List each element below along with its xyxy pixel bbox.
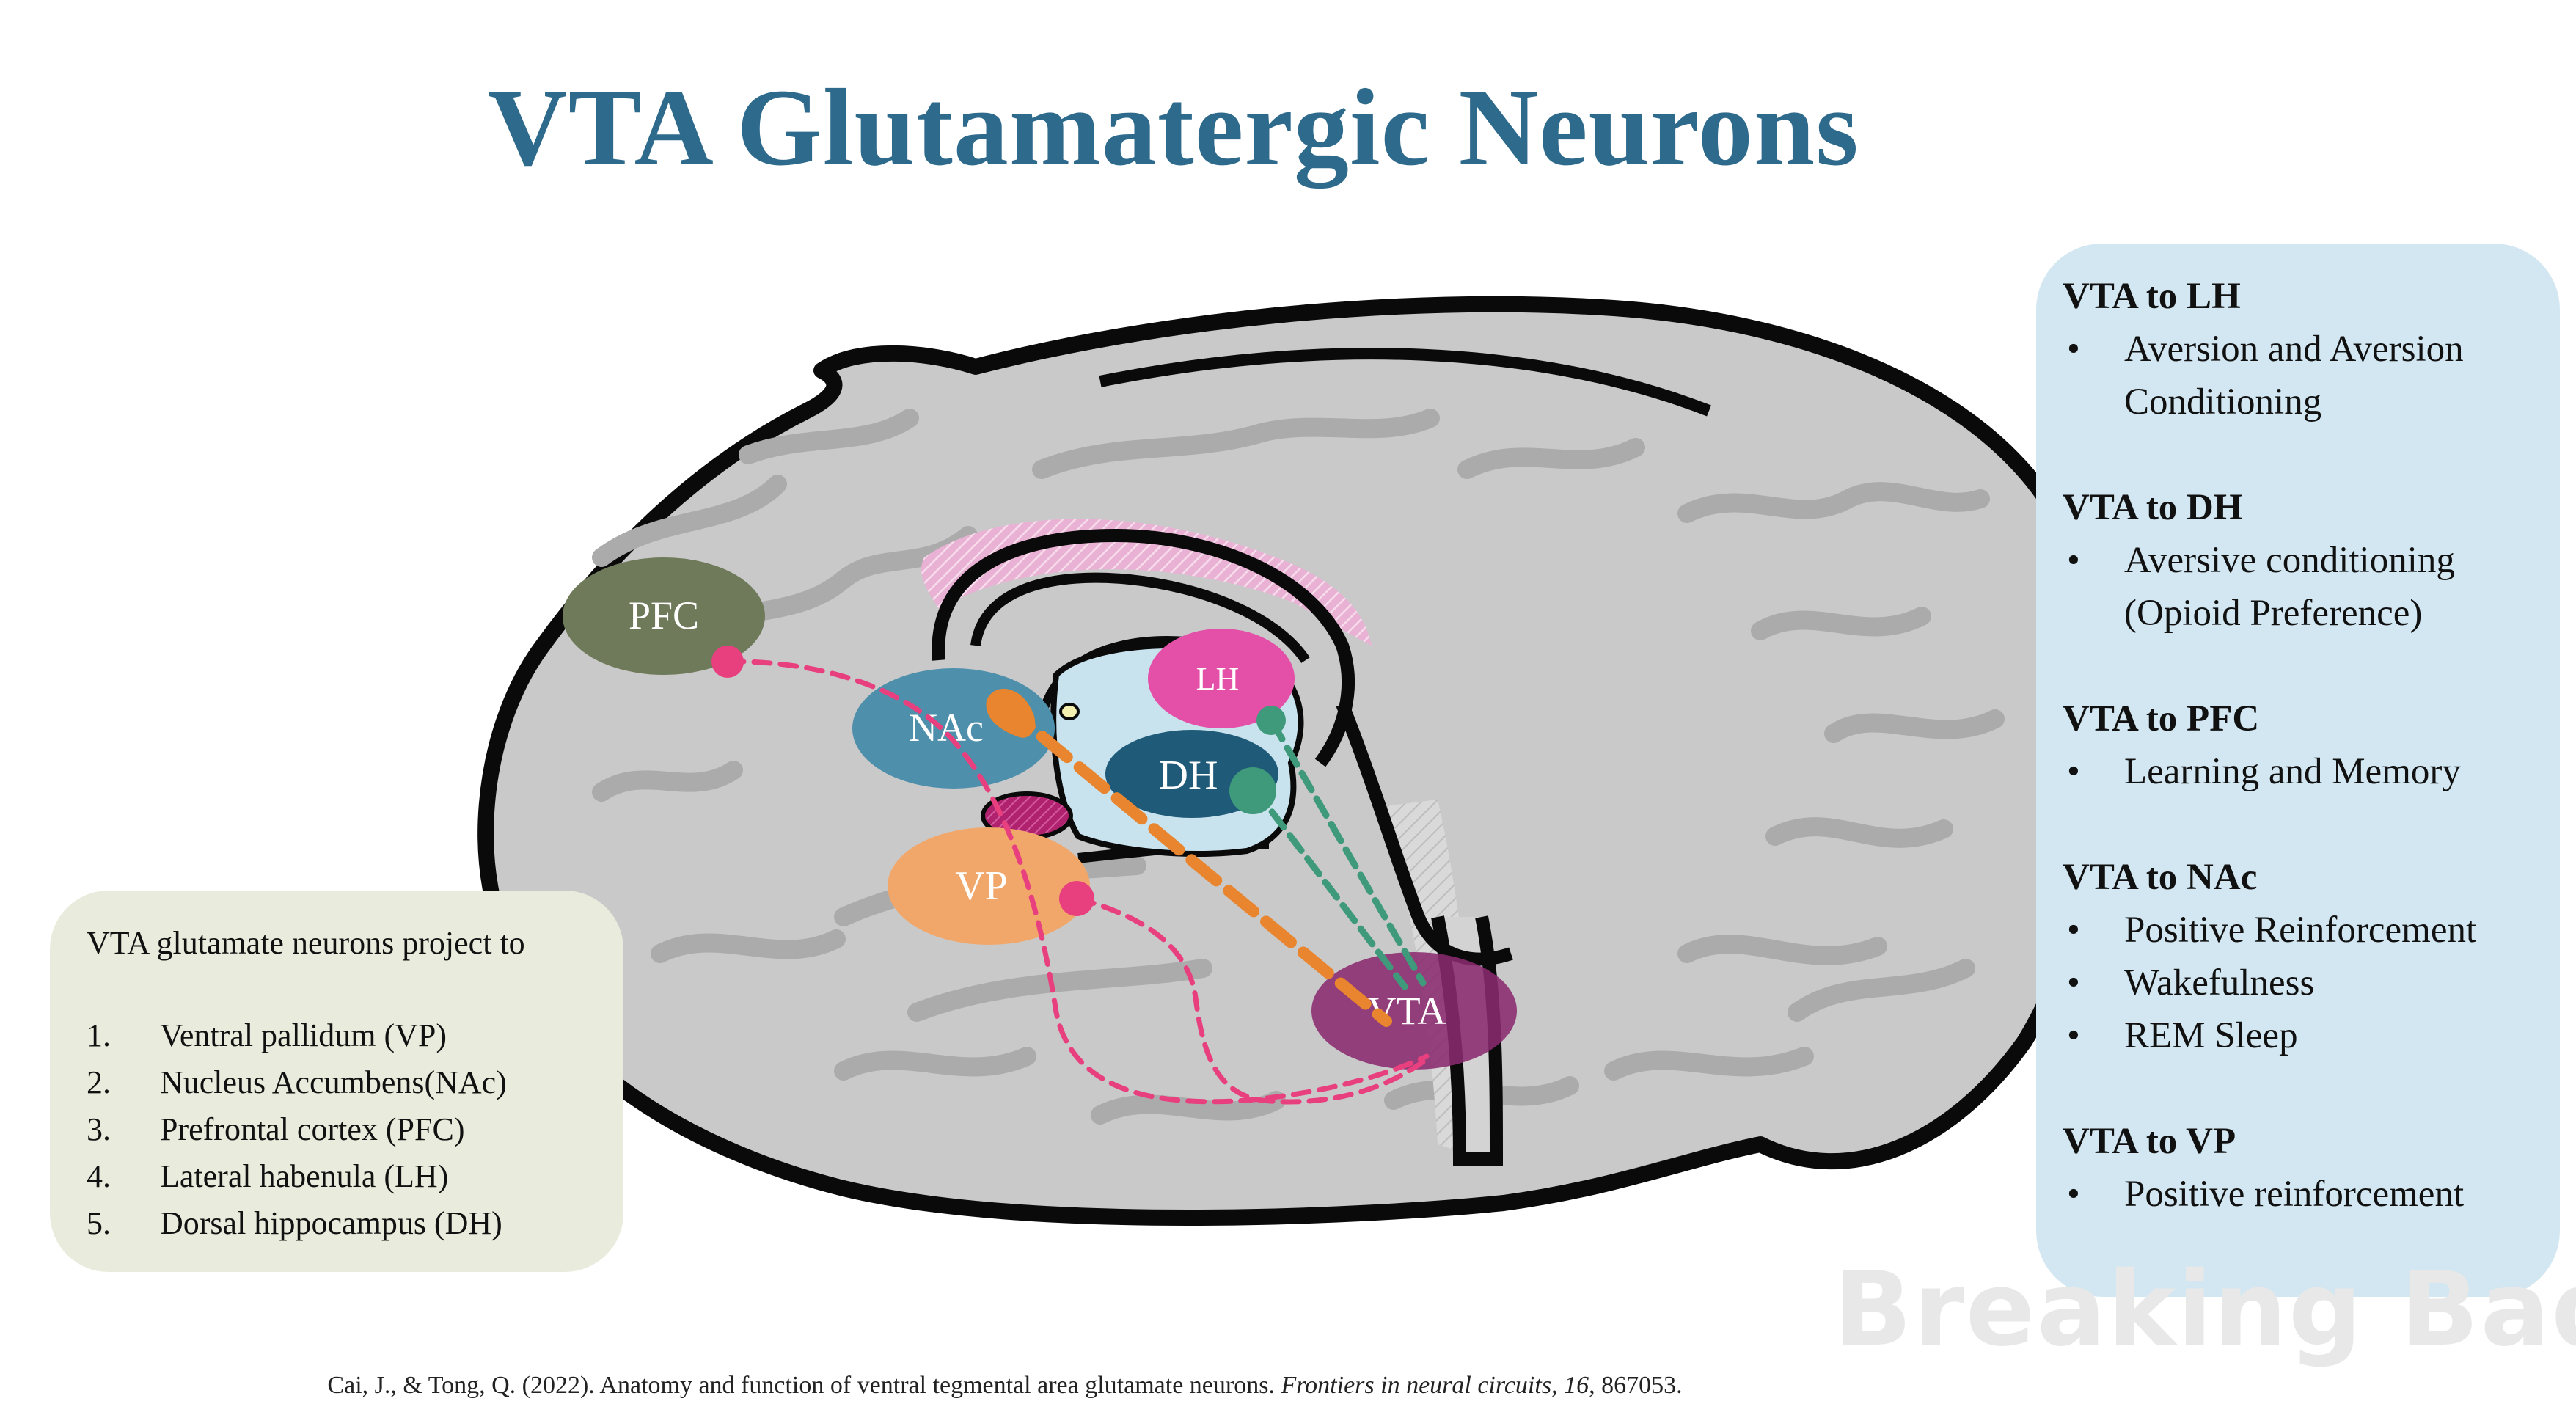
section-title: VTA to LH	[2063, 276, 2241, 317]
region-label-dh: DH	[1159, 753, 1218, 798]
list-text: Lateral habenula (LH)	[160, 1158, 449, 1194]
section-title: VTA to VP	[2063, 1121, 2236, 1162]
list-number: 4.	[87, 1158, 111, 1194]
fornix-descending	[1336, 701, 1513, 966]
terminal-vp	[1059, 881, 1094, 916]
region-label-vp: VP	[955, 863, 1008, 909]
citation-pages: , 867053.	[1589, 1372, 1683, 1399]
projection-vta-dh	[1251, 785, 1408, 990]
bullet-item: • Aversion and Aversion Conditioning	[2063, 323, 2533, 428]
citation-sep: ,	[1551, 1372, 1565, 1399]
region-pfc[interactable]	[563, 557, 765, 675]
projections-list: 1. Ventral pallidum (VP) 2. Nucleus Accumb…	[87, 1012, 587, 1247]
section-vta-dh: VTA to DH • Aversive conditioning (Opioid…	[2063, 481, 2533, 640]
bullet-dot: •	[2067, 1174, 2080, 1215]
citation-journal: Frontiers in neural circuits	[1281, 1372, 1552, 1399]
pineal-dot	[1059, 703, 1080, 720]
page-title: VTA Glutamatergic Neurons	[488, 67, 1859, 189]
projection-vta-pfc	[725, 659, 1430, 1105]
section-vta-nac: VTA to NAc • Positive Reinforcement • Wake…	[2063, 851, 2533, 1062]
fornix-inner	[970, 572, 1310, 663]
list-text: Ventral pallidum (VP)	[160, 1017, 447, 1053]
bullet-item: • Positive reinforcement	[2063, 1168, 2533, 1221]
projection-vta-nac	[999, 700, 1392, 1027]
bullet-dot: •	[2067, 540, 2080, 581]
region-label-lh: LH	[1196, 661, 1240, 697]
section-title: VTA to DH	[2063, 487, 2243, 528]
bullet-text: Wakefulness	[2124, 962, 2315, 1003]
bullet-text: REM Sleep	[2124, 1015, 2298, 1056]
list-number: 3.	[87, 1111, 111, 1147]
watermark: Breaking Bad	[1819, 1247, 2576, 1372]
section-vta-pfc: VTA to PFC • Learning and Memory	[2063, 692, 2533, 798]
citation-authors: Cai, J., & Tong, Q. (2022). Anatomy and …	[327, 1372, 1281, 1399]
bullet-dot: •	[2067, 1015, 2080, 1056]
bullet-item: • Wakefulness	[2063, 957, 2533, 1009]
bullet-text: Aversion and Aversion Conditioning	[2124, 329, 2464, 423]
bullet-text: Positive Reinforcement	[2124, 910, 2477, 951]
projection-vta-lh	[1269, 719, 1427, 987]
region-vta[interactable]	[1311, 952, 1517, 1070]
bullet-dot: •	[2067, 910, 2080, 951]
bullet-dot: •	[2067, 962, 2080, 1003]
region-lh[interactable]	[1148, 629, 1295, 728]
projection-vta-vp	[1075, 896, 1433, 1105]
gyri-pattern	[592, 409, 2005, 1125]
list-item: 1. Ventral pallidum (VP)	[87, 1012, 587, 1059]
bullet-item: • Aversive conditioning (Opioid Preferenc…	[2063, 534, 2533, 640]
region-label-nac: NAc	[909, 706, 984, 750]
region-label-pfc: PFC	[629, 593, 699, 637]
functions-box: VTA to LH • Aversion and Aversion Conditi…	[2036, 244, 2560, 1297]
terminal-nac	[986, 688, 1036, 738]
projections-heading: VTA glutamate neurons project to	[87, 925, 525, 961]
terminal-dh	[1229, 767, 1276, 814]
region-vp[interactable]	[888, 827, 1090, 945]
list-number: 5.	[87, 1205, 111, 1241]
bullet-text: Positive reinforcement	[2124, 1174, 2465, 1215]
list-number: 2.	[87, 1064, 111, 1100]
bullet-text: Aversive conditioning (Opioid Preference…	[2124, 540, 2455, 634]
bullet-item: • Learning and Memory	[2063, 745, 2533, 798]
projections-box: VTA glutamate neurons project to 1. Ventr…	[50, 891, 623, 1272]
list-number: 1.	[87, 1017, 111, 1053]
citation-volume: 16	[1564, 1372, 1589, 1399]
list-item: 4. Lateral habenula (LH)	[87, 1153, 587, 1200]
cortex-fold-line	[1099, 348, 1711, 417]
list-item: 2. Nucleus Accumbens(NAc)	[87, 1059, 587, 1106]
terminal-pfc	[711, 646, 744, 678]
list-text: Prefrontal cortex (PFC)	[160, 1111, 465, 1147]
fornix-outer	[932, 528, 1355, 767]
list-item: 5. Dorsal hippocampus (DH)	[87, 1200, 587, 1247]
list-text: Nucleus Accumbens(NAc)	[160, 1064, 507, 1100]
section-title: VTA to NAc	[2063, 857, 2258, 898]
bullet-dot: •	[2067, 751, 2080, 792]
watermark-text: Breaking Bad	[1834, 1249, 2576, 1370]
bullet-text: Learning and Memory	[2124, 751, 2461, 792]
section-vta-lh: VTA to LH • Aversion and Aversion Conditi…	[2063, 270, 2533, 428]
bullet-dot: •	[2067, 329, 2080, 370]
terminal-lh	[1256, 706, 1286, 735]
section-vta-vp: VTA to VP • Positive reinforcement	[2063, 1115, 2533, 1221]
bullet-item: • Positive Reinforcement	[2063, 904, 2533, 957]
list-item: 3. Prefrontal cortex (PFC)	[87, 1106, 587, 1153]
bullet-item: • REM Sleep	[2063, 1009, 2533, 1062]
section-title: VTA to PFC	[2063, 698, 2260, 739]
list-text: Dorsal hippocampus (DH)	[160, 1205, 502, 1241]
citation: Cai, J., & Tong, Q. (2022). Anatomy and …	[0, 1372, 2010, 1400]
